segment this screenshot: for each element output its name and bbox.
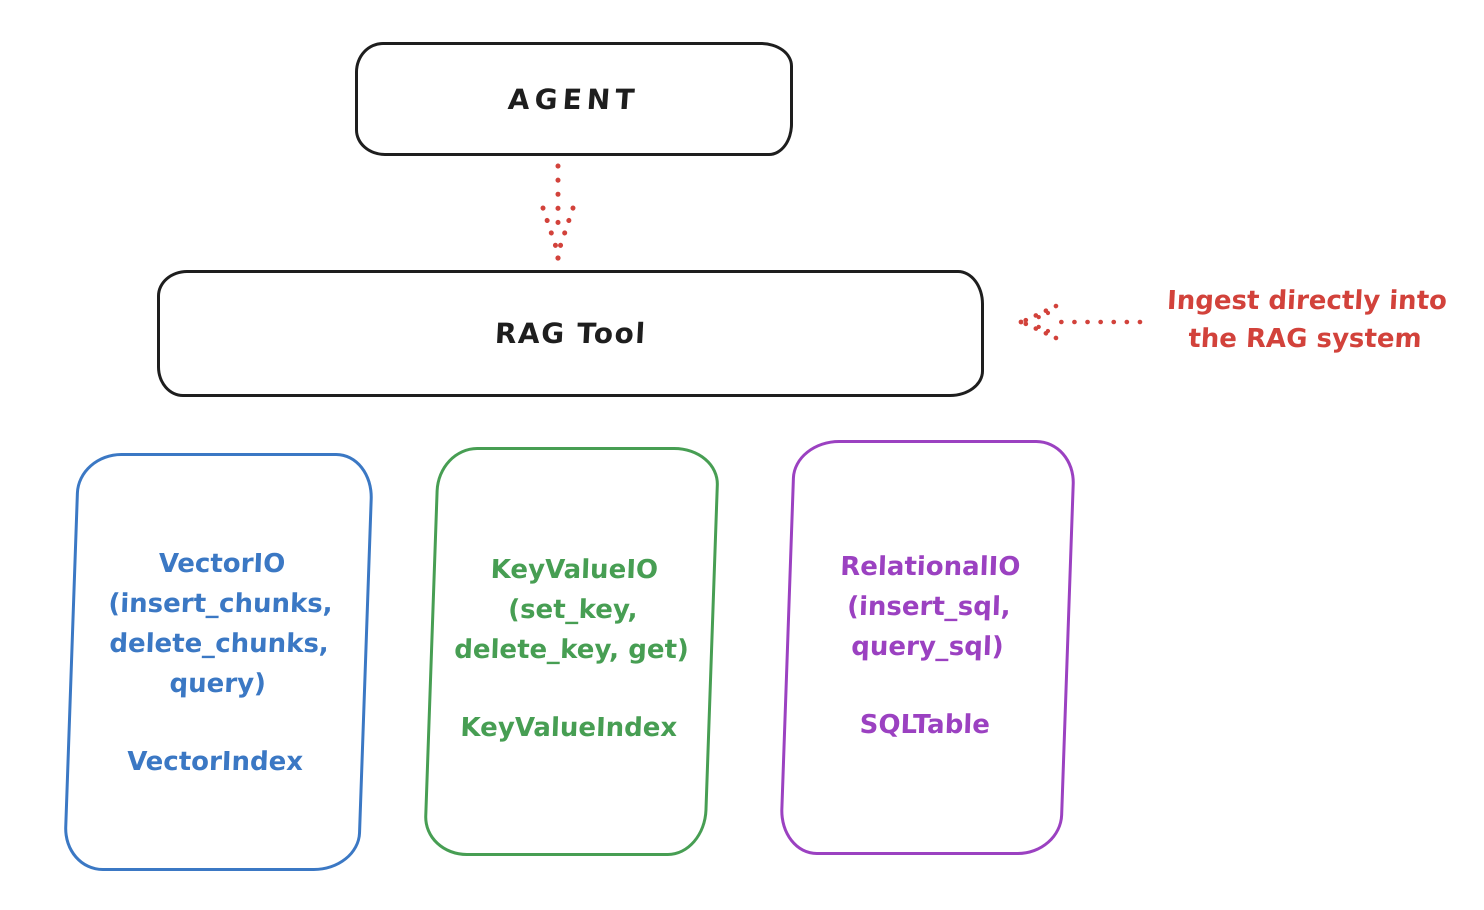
dotted-down-arrow-icon (536, 160, 580, 264)
keyvalue-io-methods-line2: delete_key, get) (453, 635, 690, 665)
vector-index-label: VectorIndex (126, 747, 304, 777)
ingest-annotation-line2: the RAG system (1187, 324, 1423, 354)
vector-io-methods-line1: (insert_chunks, (107, 589, 334, 619)
ingest-annotation: Ingest directly into the RAG system (1136, 282, 1476, 358)
ingest-annotation-line1: Ingest directly into (1166, 286, 1448, 316)
relational-io-card: RelationalIO (insert_sql, query_sql) SQL… (778, 440, 1077, 855)
keyvalue-io-card: KeyValueIO (set_key, delete_key, get) Ke… (422, 447, 721, 856)
vector-io-card: VectorIO (insert_chunks, delete_chunks, … (62, 453, 375, 871)
agent-label: AGENT (507, 82, 641, 116)
vector-io-methods-line3: query) (168, 669, 267, 699)
agent-box: AGENT (355, 42, 793, 156)
relational-io-title: RelationalIO (839, 552, 1021, 582)
keyvalue-io-title: KeyValueIO (490, 555, 659, 585)
dotted-left-arrow-icon (1012, 298, 1148, 346)
keyvalue-io-methods-line1: (set_key, (507, 595, 639, 625)
relational-io-methods-line2: query_sql) (850, 632, 1005, 662)
sql-table-label: SQLTable (859, 710, 991, 740)
rag-tool-label: RAG Tool (493, 317, 648, 350)
rag-tool-box: RAG Tool (157, 270, 984, 397)
relational-io-methods-line1: (insert_sql, (846, 592, 1012, 622)
vector-io-methods-line2: delete_chunks, (108, 629, 330, 659)
vector-io-title: VectorIO (158, 549, 286, 579)
keyvalue-index-label: KeyValueIndex (459, 713, 678, 743)
